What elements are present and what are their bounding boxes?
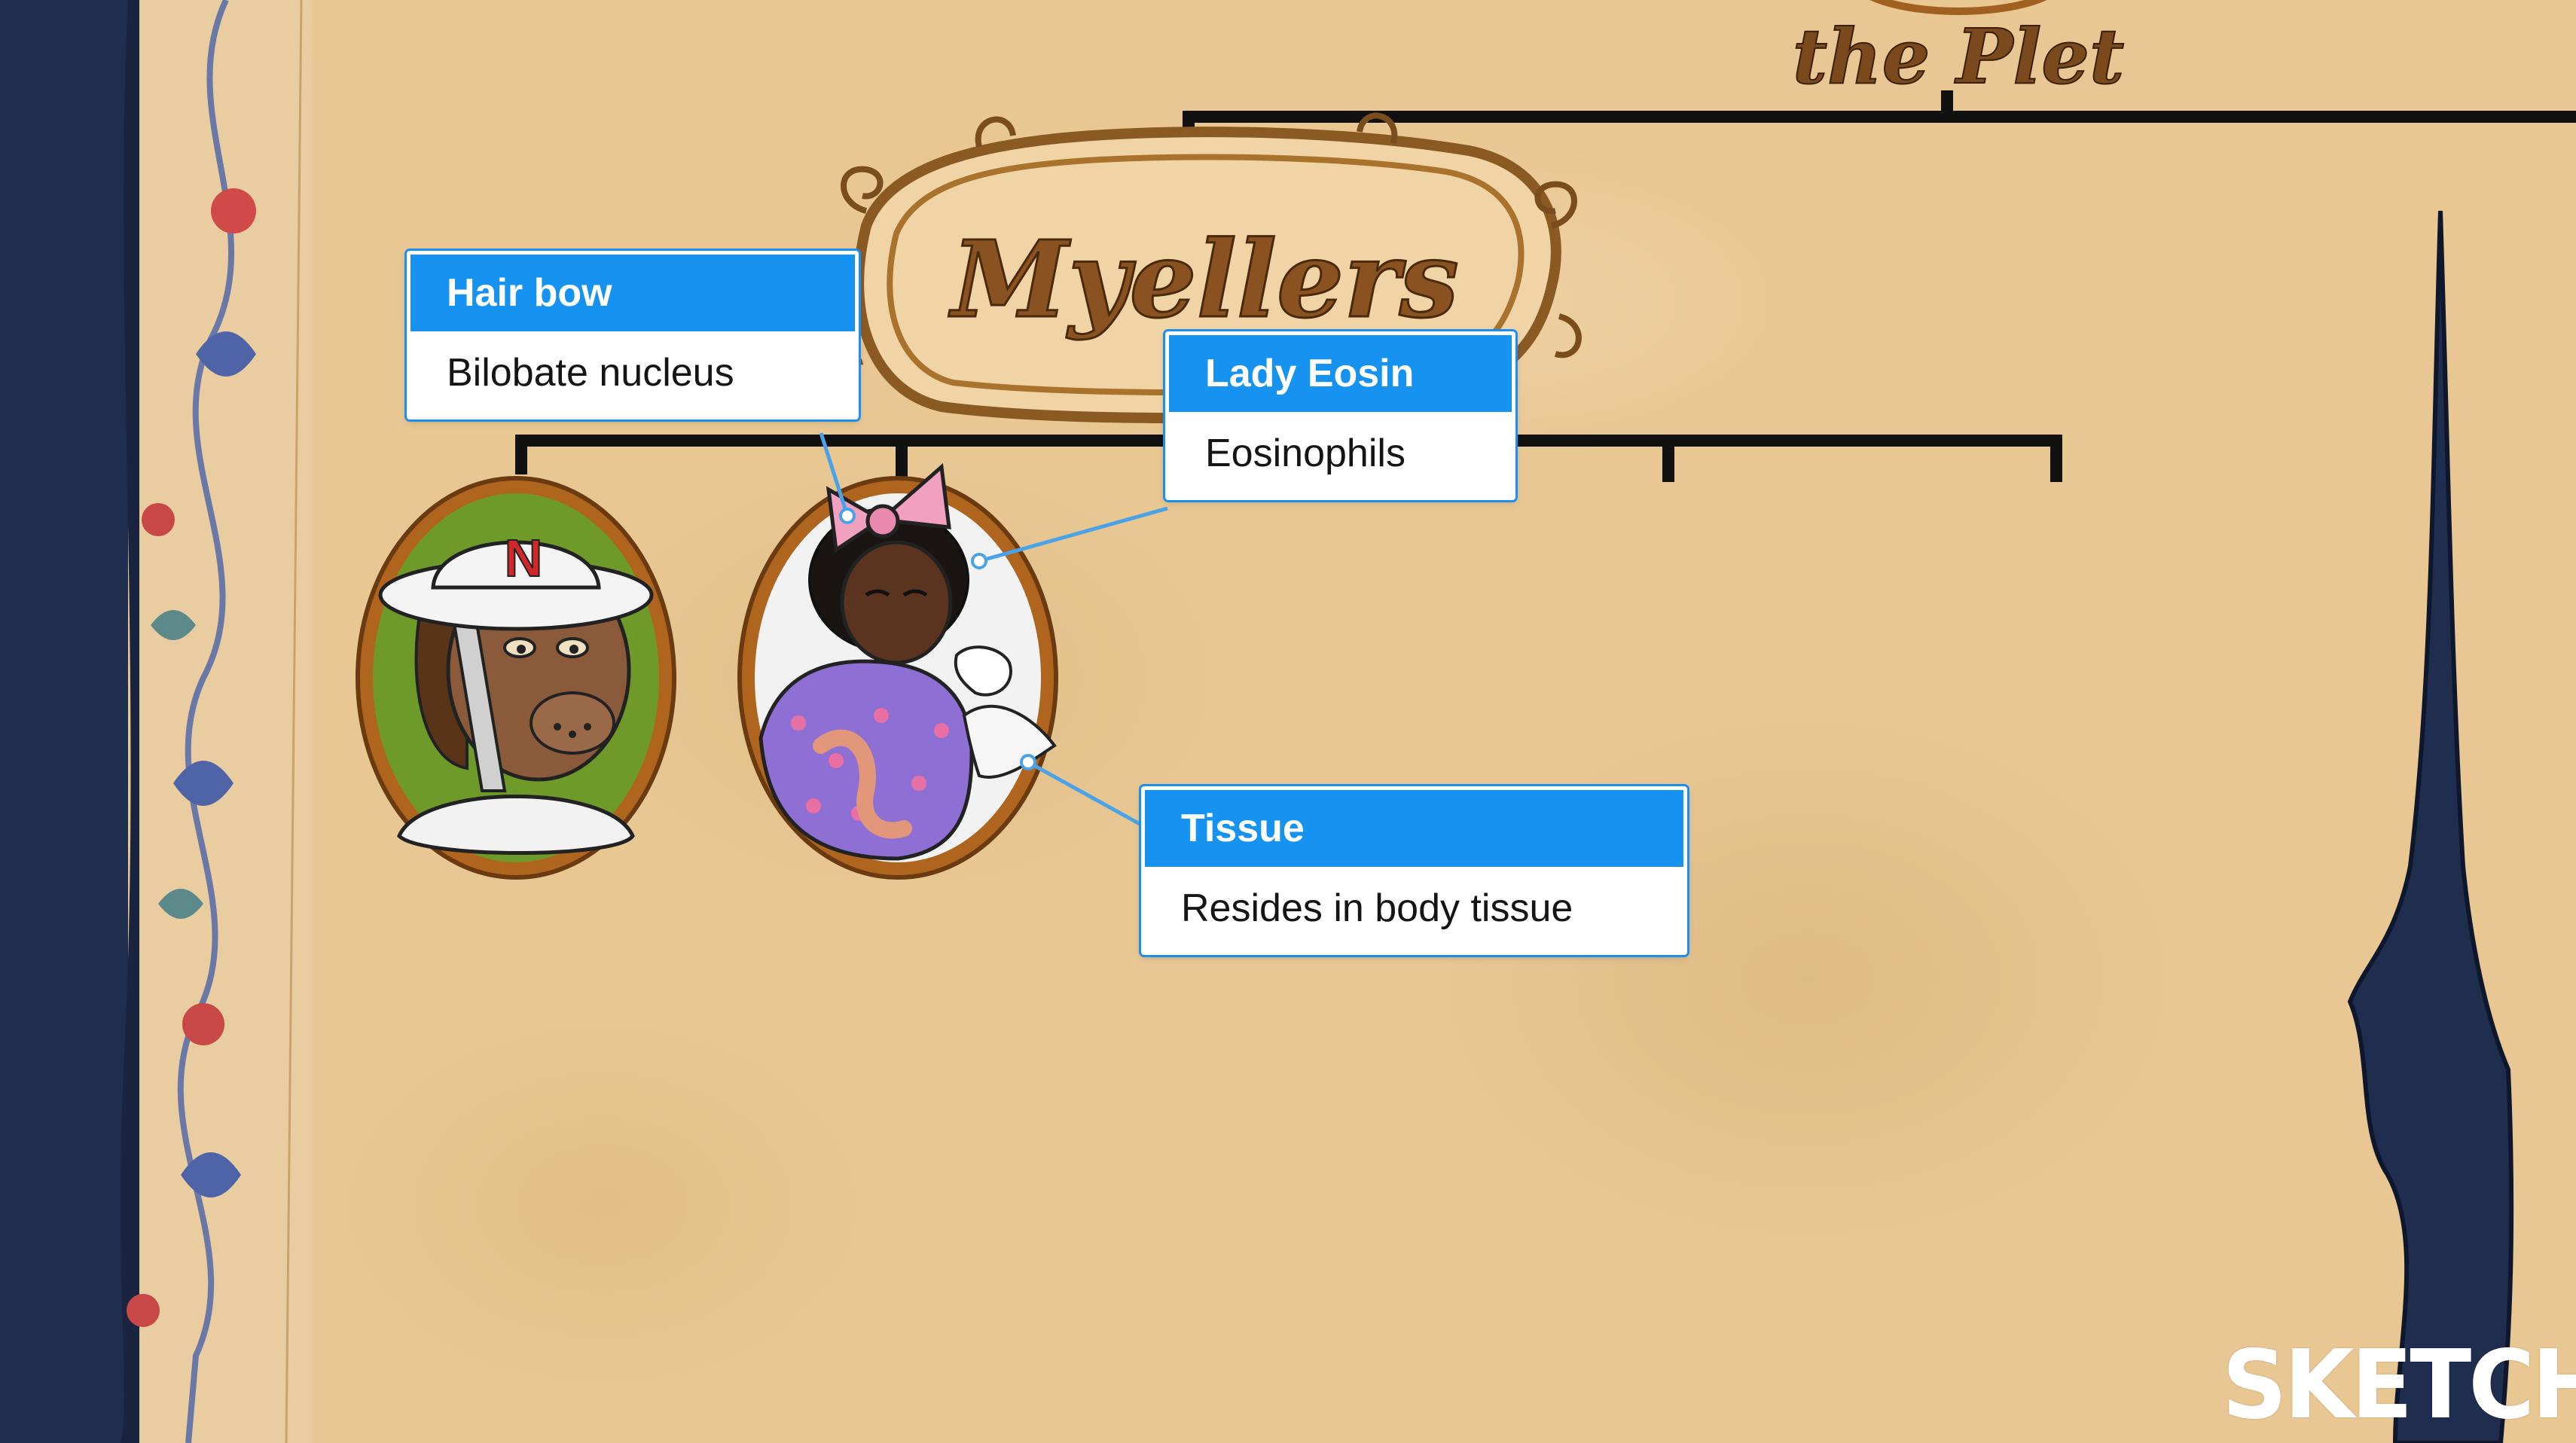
portrait-lady-eosin <box>737 463 1058 880</box>
callout-anchor-dots <box>839 508 1036 770</box>
top-title-frame <box>1869 0 2047 15</box>
callout-detail: Resides in body tissue <box>1145 866 1683 951</box>
callout-detail: Eosinophils <box>1169 411 1512 496</box>
banner-title: Myellers <box>948 218 1458 342</box>
floral-strip-edge <box>285 0 303 1443</box>
callout-title: Lady Eosin <box>1169 335 1512 412</box>
callout-title: Hair bow <box>411 255 855 331</box>
callout-title: Tissue <box>1145 790 1683 867</box>
right-crevasse <box>2347 210 2514 1443</box>
top-title: the Plet <box>1793 12 2124 101</box>
sketchy-logo: SKETCHY <box>2222 1330 2576 1441</box>
callout-detail: Bilobate nucleus <box>411 331 855 416</box>
floral-flowers <box>127 188 256 1327</box>
callout-tissue: Tissue Resides in body tissue <box>1141 786 1687 955</box>
hat-letter: N <box>505 529 543 587</box>
left-navy-border <box>0 0 128 1443</box>
callout-leaders <box>819 432 1168 827</box>
floral-strip <box>139 0 313 1443</box>
portrait-neutrophil <box>356 476 676 880</box>
callout-lady-eosin: Lady Eosin Eosinophils <box>1165 331 1515 500</box>
callout-hair-bow: Hair bow Bilobate nucleus <box>407 251 859 419</box>
